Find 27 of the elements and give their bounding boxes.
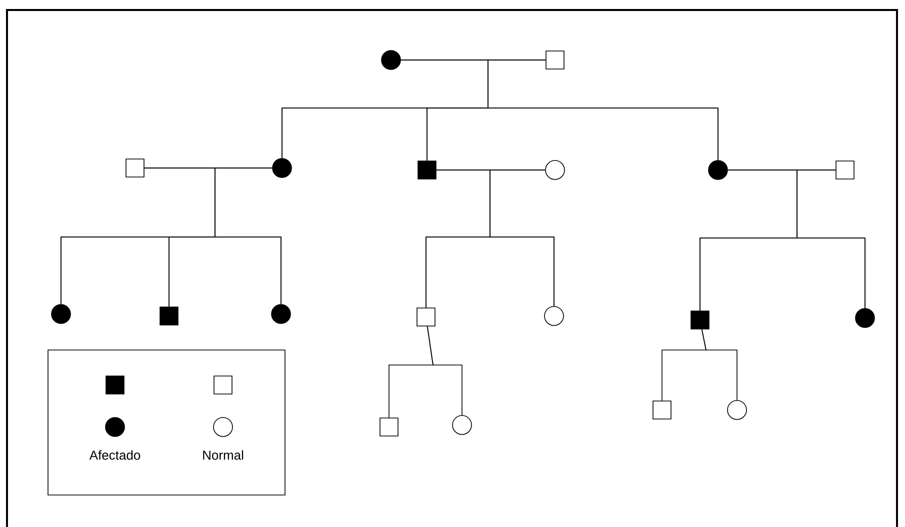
legend-label: Afectado <box>89 450 140 460</box>
pedigree-square <box>546 50 564 70</box>
pedigree-circle <box>51 304 71 324</box>
pedigree-circle <box>855 308 875 328</box>
pedigree-square <box>690 310 710 330</box>
pedigree-circle <box>381 50 401 70</box>
descent-line <box>488 60 718 160</box>
pedigree-square <box>652 400 672 420</box>
descent-line <box>701 329 738 400</box>
pedigree-square <box>380 418 398 436</box>
pedigree-square <box>126 158 144 178</box>
pedigree-square <box>836 160 854 180</box>
pedigree-circle <box>708 160 728 180</box>
pedigree-circle <box>545 160 565 180</box>
descent-line <box>490 170 554 306</box>
descent-line <box>214 168 282 304</box>
pedigree-square <box>418 160 436 180</box>
pedigree-circle <box>271 304 291 324</box>
pedigree-square <box>160 306 178 326</box>
pedigree-circle <box>544 306 564 326</box>
descent-line <box>426 326 462 416</box>
pedigree-circle <box>452 415 472 435</box>
descent-line <box>796 170 866 308</box>
legend-label: Normal <box>203 450 244 460</box>
pedigree-circle <box>272 158 292 178</box>
pedigree-square <box>416 308 436 326</box>
pedigree-circle <box>727 400 747 420</box>
